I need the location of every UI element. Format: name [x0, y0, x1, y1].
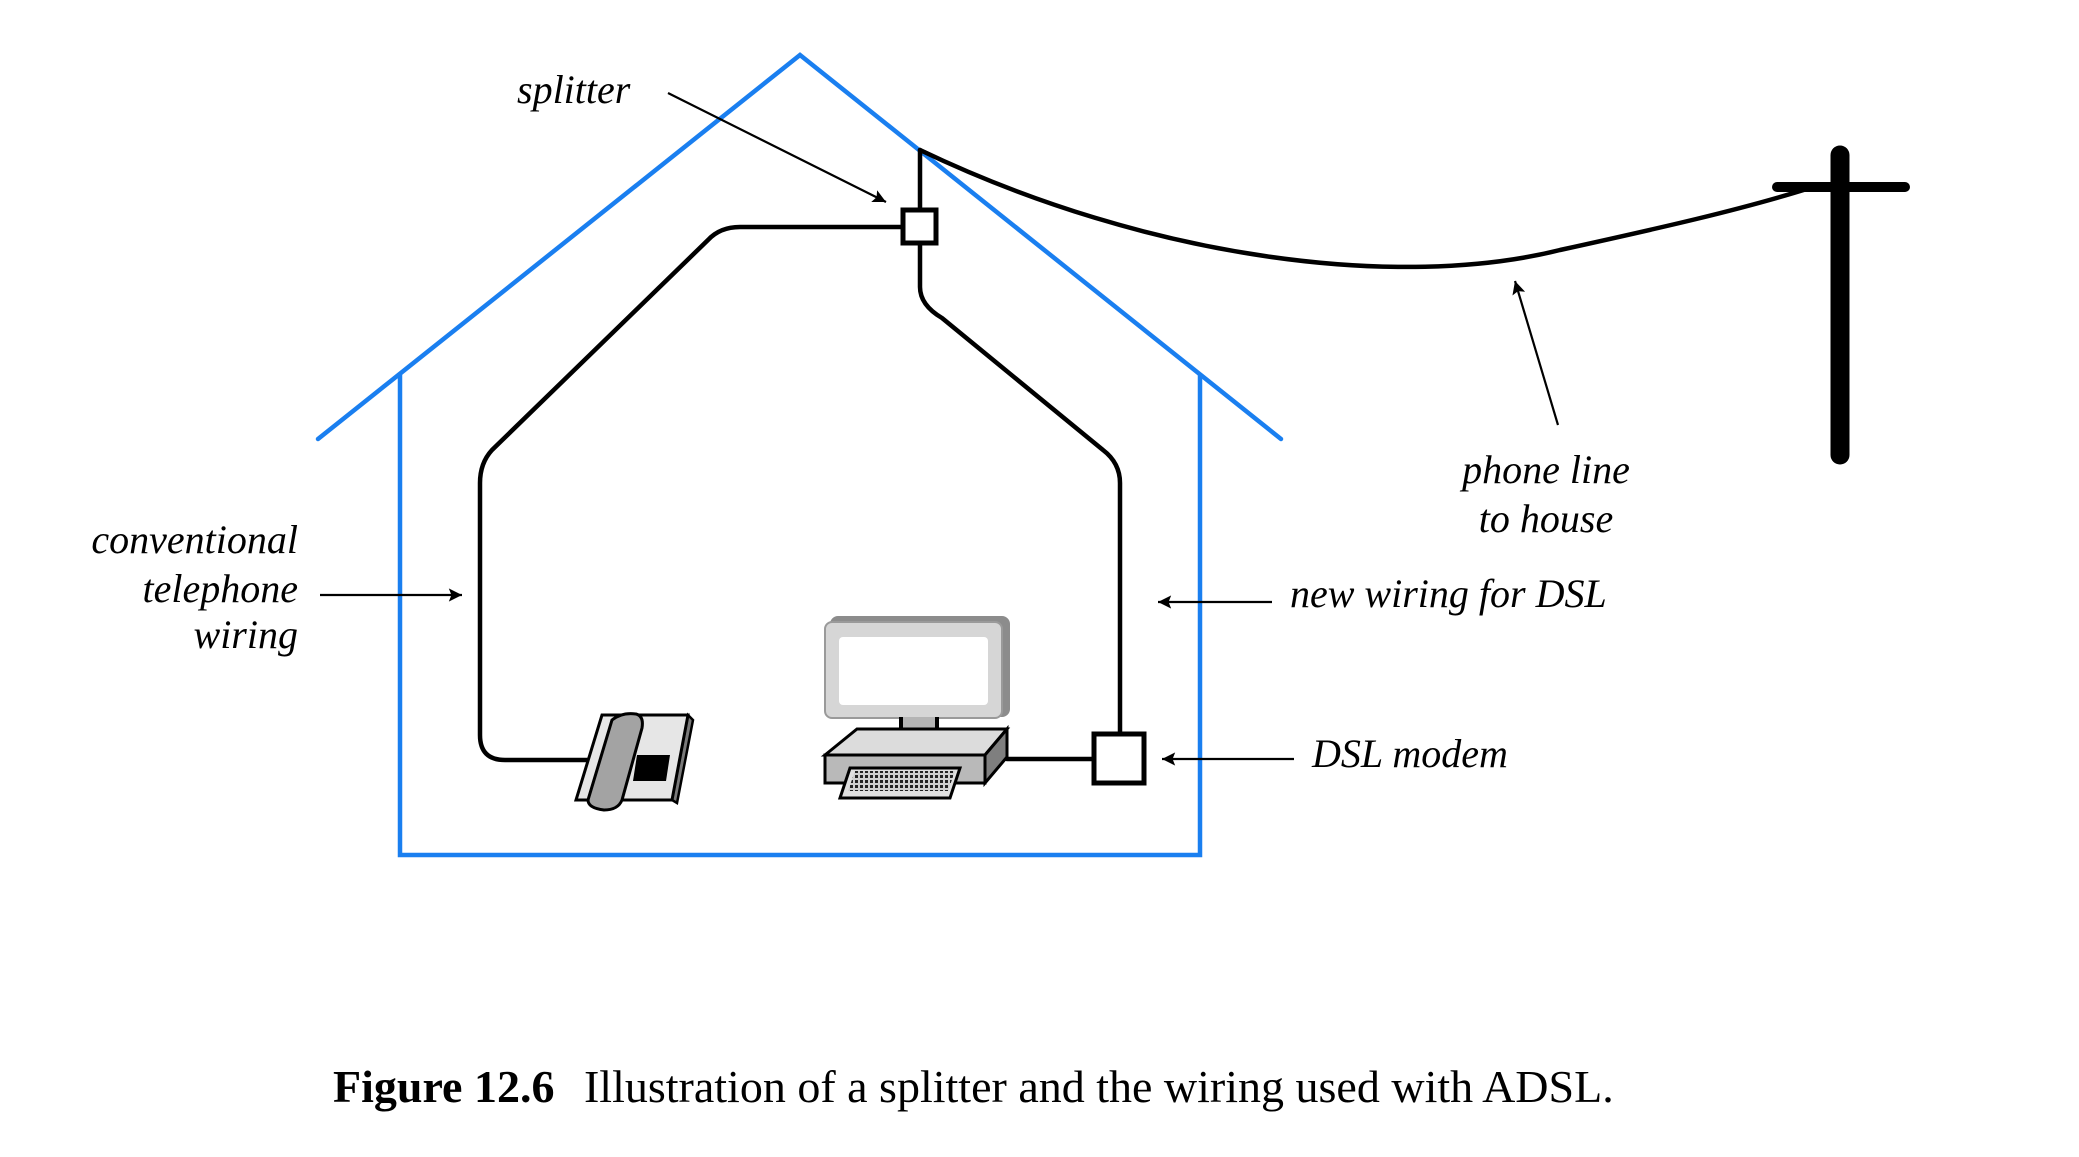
conventional-wiring-label-line1: conventional — [91, 517, 298, 562]
telephone-icon — [573, 712, 695, 812]
figure-number: Figure 12.6 — [333, 1061, 554, 1112]
figure-caption-text: Illustration of a splitter and the wirin… — [584, 1061, 1614, 1112]
dsl-modem-box — [1091, 731, 1147, 786]
phone-line-label-line1: phone line — [1459, 447, 1630, 492]
house-walls — [397, 372, 1203, 858]
figure-caption: Figure 12.6 Illustration of a splitter a… — [333, 1061, 1614, 1112]
phone-line-to-house — [917, 147, 1813, 270]
pointer-arrows — [320, 92, 1560, 766]
conventional-wiring-label-line3: wiring — [194, 612, 298, 657]
splitter-label: splitter — [517, 67, 631, 112]
keyboard-keys — [848, 771, 955, 791]
computer-icon — [820, 616, 1011, 800]
monitor-screen — [839, 637, 988, 705]
base-top — [820, 727, 1011, 757]
telephone-handset — [586, 712, 644, 812]
conventional-wiring-label-line2: telephone — [143, 566, 299, 611]
splitter-box — [900, 207, 939, 246]
telephone-pole — [1772, 145, 1910, 465]
telephone-keypad — [633, 755, 670, 781]
dsl-modem-label: DSL modem — [1311, 731, 1508, 776]
new-wiring-label: new wiring for DSL — [1290, 571, 1607, 616]
phone-line-pointer-arrow — [1512, 280, 1560, 426]
house-outline — [315, 52, 1284, 858]
conventional-telephone-wire — [477, 224, 906, 763]
splitter-pointer-arrow — [667, 92, 887, 203]
phone-line-label-line2: to house — [1479, 496, 1613, 541]
house-roof — [315, 52, 1284, 442]
dsl-wire — [917, 241, 1123, 736]
